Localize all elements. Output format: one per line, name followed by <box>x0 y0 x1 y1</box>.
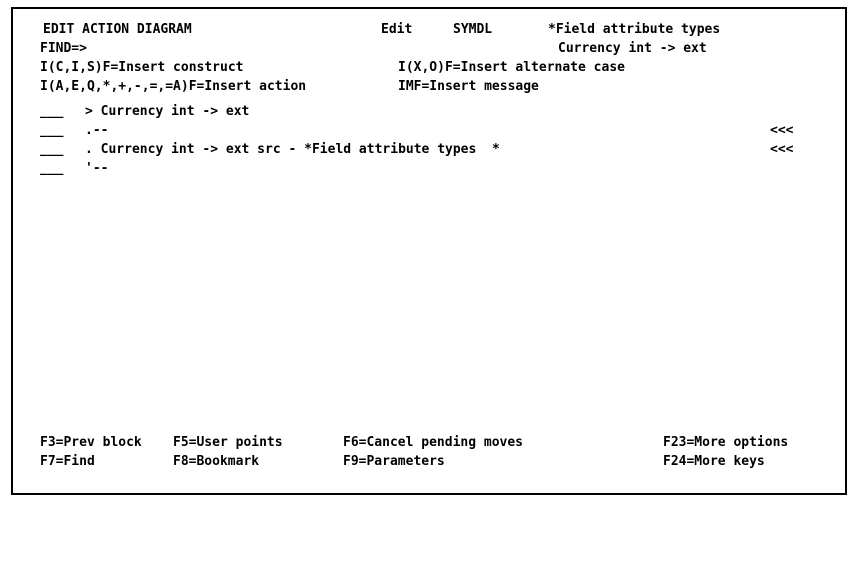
function-key-f23[interactable]: F23=More options <box>663 435 789 450</box>
function-key-f7[interactable]: F7=Find <box>40 454 95 469</box>
function-key-f6[interactable]: F6=Cancel pending moves <box>343 435 524 450</box>
terminal-frame: EDIT ACTION DIAGRAM Edit SYMDL *Field at… <box>11 7 847 495</box>
sequence-number-field[interactable]: ___ <box>40 142 64 157</box>
find-prompt-label: FIND=> <box>40 41 87 56</box>
sequence-number-field[interactable]: ___ <box>40 104 64 119</box>
help-insert-action: I(A,E,Q,*,+,-,=,=A)F=Insert action <box>40 79 307 94</box>
function-key-f9[interactable]: F9=Parameters <box>343 454 445 469</box>
header-object-subtitle: Currency int -> ext <box>558 41 707 56</box>
diagram-line-text[interactable]: > Currency int -> ext <box>85 104 250 119</box>
header-row-1: EDIT ACTION DIAGRAM Edit SYMDL *Field at… <box>13 20 720 39</box>
diagram-line: ___ > Currency int -> ext <box>13 102 249 121</box>
function-key-f5[interactable]: F5=User points <box>173 435 283 450</box>
page-title: EDIT ACTION DIAGRAM <box>43 22 192 37</box>
diagram-line: ___ .-- <<< <box>13 121 793 140</box>
header-row-2: FIND=> Currency int -> ext <box>13 39 707 58</box>
command-help-row-1: I(C,I,S)F=Insert construct I(X,O)F=Inser… <box>13 58 625 77</box>
help-insert-construct: I(C,I,S)F=Insert construct <box>40 60 244 75</box>
diagram-line-text[interactable]: .-- <box>85 123 109 138</box>
header-object-name: *Field attribute types <box>548 22 721 37</box>
function-key-f8[interactable]: F8=Bookmark <box>173 454 260 469</box>
diagram-line-text[interactable]: '-- <box>85 161 109 176</box>
help-insert-message: IMF=Insert message <box>398 79 539 94</box>
function-key-row-1: F3=Prev block F5=User points F6=Cancel p… <box>13 433 788 452</box>
sequence-number-field[interactable]: ___ <box>40 123 64 138</box>
diagram-line-text[interactable]: . Currency int -> ext src - *Field attri… <box>85 142 500 157</box>
diagram-line: ___ . Currency int -> ext src - *Field a… <box>13 140 793 159</box>
header-mode: Edit <box>381 22 413 37</box>
help-insert-alternate-case: I(X,O)F=Insert alternate case <box>398 60 625 75</box>
function-key-row-2: F7=Find F8=Bookmark F9=Parameters F24=Mo… <box>13 452 765 471</box>
terminal-screen: EDIT ACTION DIAGRAM Edit SYMDL *Field at… <box>13 9 845 493</box>
diagram-line-marker: <<< <box>770 142 794 157</box>
diagram-line-marker: <<< <box>770 123 794 138</box>
diagram-line: ___ '-- <box>13 159 108 178</box>
function-key-f24[interactable]: F24=More keys <box>663 454 765 469</box>
header-model: SYMDL <box>453 22 493 37</box>
function-key-f3[interactable]: F3=Prev block <box>40 435 142 450</box>
sequence-number-field[interactable]: ___ <box>40 161 64 176</box>
command-help-row-2: I(A,E,Q,*,+,-,=,=A)F=Insert action IMF=I… <box>13 77 539 96</box>
